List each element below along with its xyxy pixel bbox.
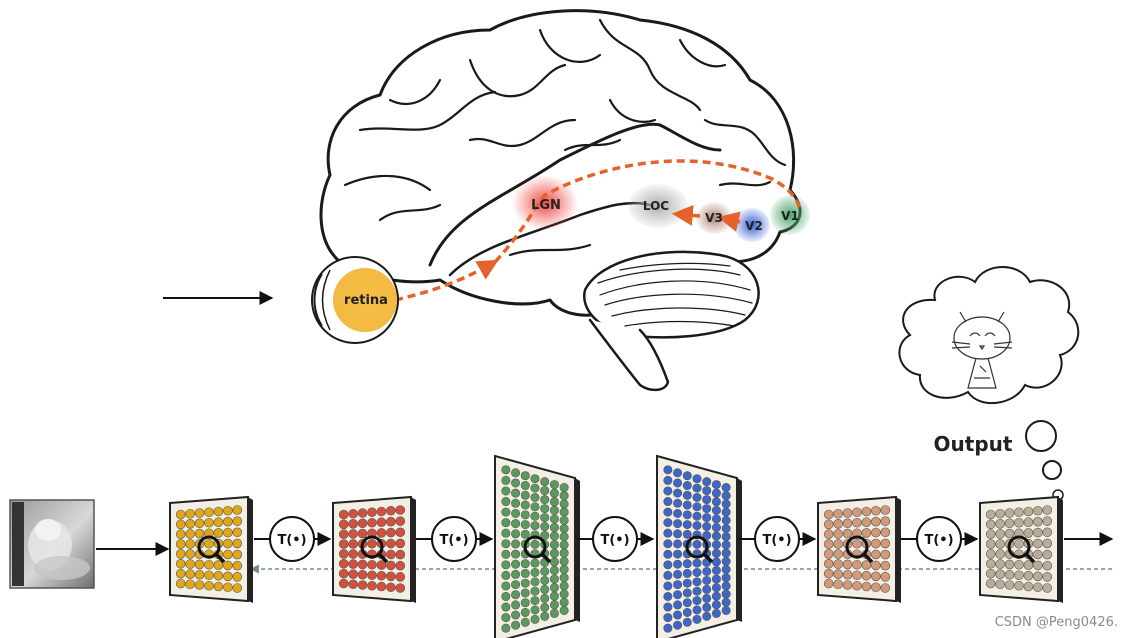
transform-node [431, 516, 477, 562]
magnifier-handle [702, 552, 714, 564]
transform-3: T(•) [577, 516, 655, 562]
magnifier-icon [685, 535, 709, 559]
layer-5-edge [896, 497, 901, 603]
layer-5-neurons [823, 505, 891, 593]
layer-4-edge [737, 478, 742, 622]
magnifier-handle [377, 552, 389, 564]
magnifier-handle [1024, 552, 1036, 564]
v2-region [734, 208, 770, 242]
network-layers [169, 454, 1063, 638]
lgn-label: LGN [531, 198, 561, 213]
magnifier-handle [540, 552, 552, 564]
transform-blocks: T(•) T(•) T(•) T(•) T(•) [254, 516, 979, 562]
transform-1: T(•) [254, 516, 332, 562]
magnifier-icon [360, 535, 384, 559]
cat-sketch-icon [951, 311, 1013, 389]
transform-label: T(•) [439, 533, 468, 548]
retina-label: retina [344, 293, 388, 308]
transform-node [269, 516, 315, 562]
magnifier-icon [523, 535, 547, 559]
loc-label: LOC [643, 199, 669, 213]
transform-label: T(•) [600, 533, 629, 548]
layer-3 [494, 454, 580, 638]
magnifier-handle [214, 552, 226, 564]
transform-node [916, 516, 962, 562]
magnifier-handle [862, 552, 874, 564]
eye-icon [311, 256, 399, 344]
brain-outline [319, 9, 802, 392]
layer-4 [656, 454, 742, 638]
transform-node [754, 516, 800, 562]
layer-2-neurons [338, 505, 406, 593]
layer-4-neurons [663, 465, 731, 633]
visual-pathway-arrows [394, 159, 802, 302]
layer-6-edge [1058, 497, 1063, 603]
layer-3-edge [575, 478, 580, 622]
v1-label: V1 [781, 209, 799, 223]
magnifier-icon [1007, 535, 1031, 559]
layer-6 [979, 495, 1063, 603]
transform-4: T(•) [739, 516, 817, 562]
layer-1-edge [248, 497, 253, 603]
layer-1 [169, 495, 253, 603]
v2-label: V2 [745, 219, 763, 233]
transform-5: T(•) [901, 516, 979, 562]
watermark: CSDN @Peng0426. [994, 615, 1118, 630]
layer-6-neurons [985, 505, 1053, 593]
layer-2 [332, 495, 416, 603]
cat-photo-input [9, 499, 95, 589]
thought-bubble-1 [1025, 420, 1057, 452]
output-label: Output [934, 432, 1013, 456]
layer-3-neurons [501, 465, 569, 633]
layer-2-edge [411, 497, 416, 603]
thought-cloud [898, 266, 1080, 405]
transform-label: T(•) [924, 533, 953, 548]
magnifier-icon [845, 535, 869, 559]
layer-1-neurons [175, 505, 243, 593]
transform-label: T(•) [762, 533, 791, 548]
transform-2: T(•) [416, 516, 494, 562]
transform-node [592, 516, 638, 562]
retina-region [333, 268, 397, 332]
magnifier-icon [197, 535, 221, 559]
v3-label: V3 [705, 211, 723, 225]
layer-5 [817, 495, 901, 603]
thought-bubble-2 [1042, 460, 1062, 480]
transform-label: T(•) [277, 533, 306, 548]
